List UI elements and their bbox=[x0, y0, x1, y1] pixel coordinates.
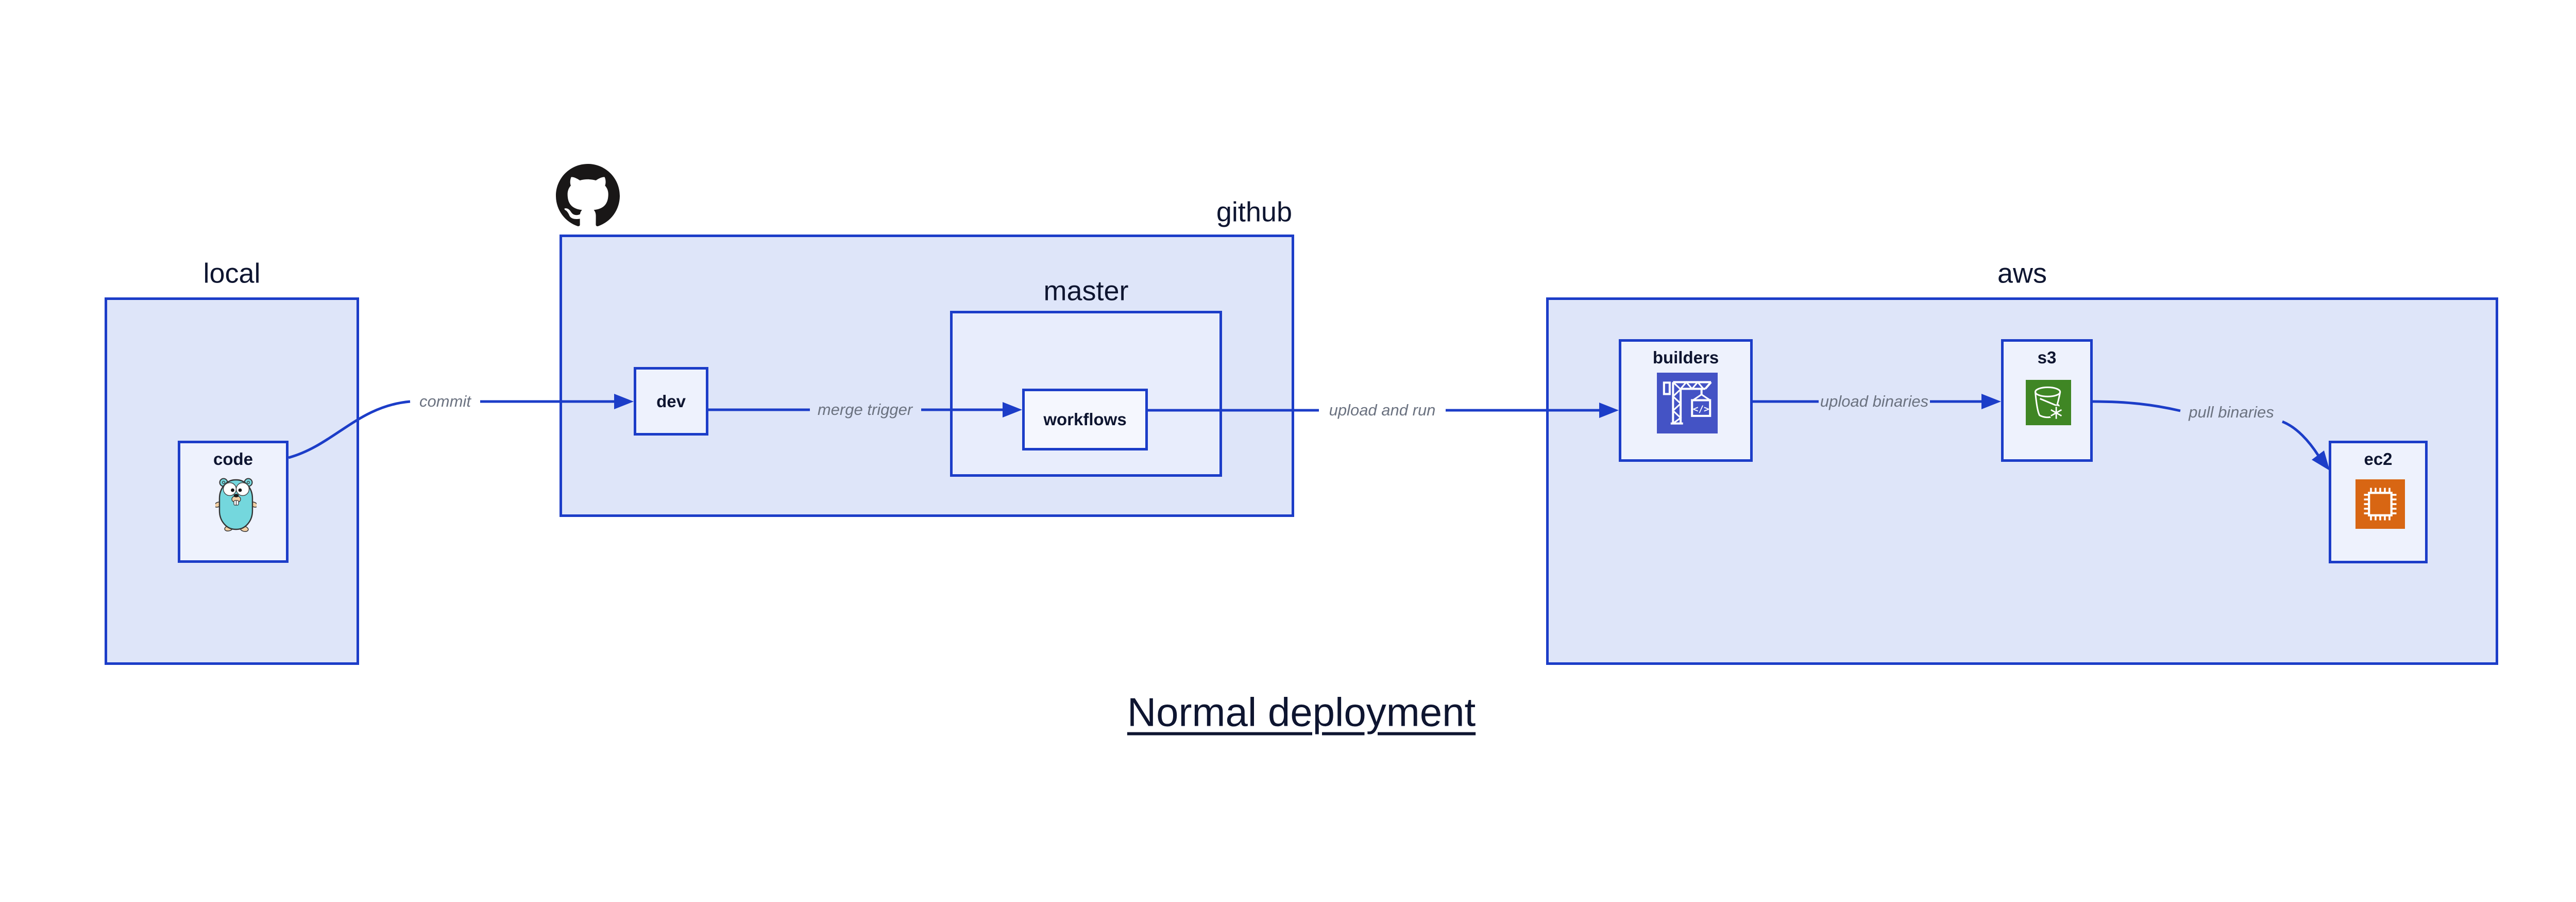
edge-label-upload-and-run: upload and run bbox=[1329, 401, 1436, 419]
codebuild-glyph-text: </> bbox=[1693, 405, 1709, 415]
node-dev: dev bbox=[634, 367, 708, 436]
node-builders-label: builders bbox=[1652, 348, 1719, 367]
node-workflows-label: workflows bbox=[1043, 410, 1127, 429]
github-octocat-icon bbox=[556, 164, 620, 226]
codebuild-icon: </> bbox=[1657, 373, 1718, 433]
edge-label-merge-trigger: merge trigger bbox=[817, 400, 913, 419]
group-local-label: local bbox=[203, 258, 261, 289]
edge-label-upload-binaries: upload binaries bbox=[1820, 392, 1929, 410]
edge-label-commit: commit bbox=[419, 392, 471, 410]
node-ec2-label: ec2 bbox=[2364, 449, 2393, 469]
node-s3: s3 bbox=[2001, 339, 2093, 462]
node-ec2: ec2 bbox=[2329, 441, 2428, 563]
group-github-label: github bbox=[1216, 196, 1292, 228]
s3-glacier-icon bbox=[2026, 380, 2071, 425]
node-builders: builders </> bbox=[1619, 339, 1753, 462]
node-dev-label: dev bbox=[656, 391, 686, 411]
node-workflows: workflows bbox=[1022, 389, 1148, 450]
node-code-label: code bbox=[213, 449, 253, 469]
ec2-icon bbox=[2355, 479, 2405, 529]
node-code: code bbox=[178, 441, 289, 563]
go-gopher-icon bbox=[215, 478, 257, 532]
group-master-label: master bbox=[1043, 275, 1129, 307]
group-aws-label: aws bbox=[1997, 258, 2047, 289]
node-s3-label: s3 bbox=[2037, 348, 2057, 367]
diagram-title: Normal deployment bbox=[1127, 689, 1476, 735]
edge-label-pull-binaries: pull binaries bbox=[2189, 403, 2274, 421]
